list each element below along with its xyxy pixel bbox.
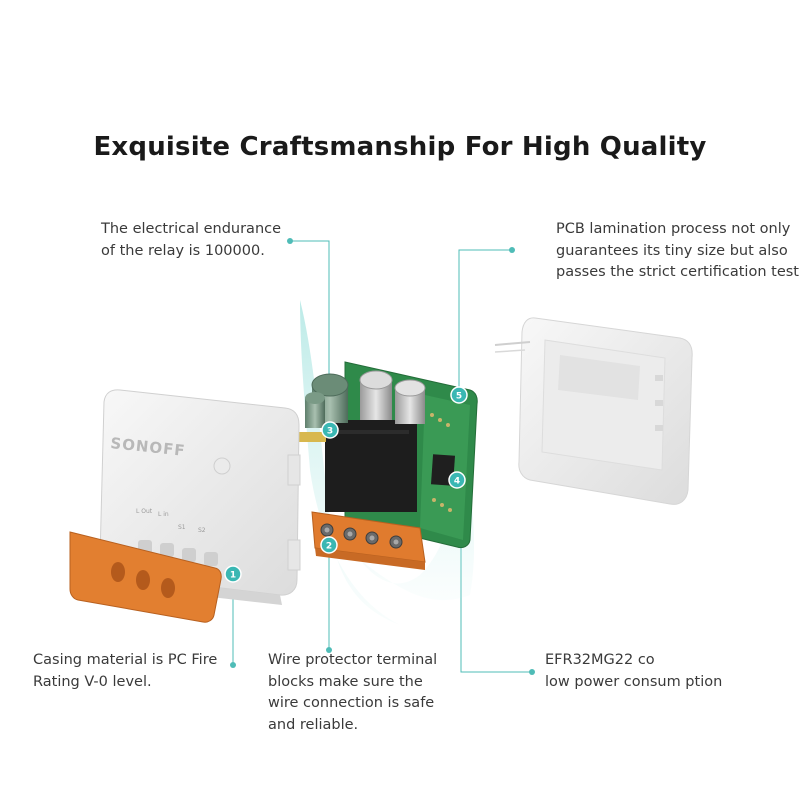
caption-chip: EFR32MG22 co low power consum ption (545, 650, 722, 693)
leader-pcb-dot (509, 247, 515, 253)
leader-chip-dot (529, 669, 535, 675)
caption-line: The electrical endurance (101, 221, 282, 237)
svg-text:4: 4 (454, 477, 460, 487)
caption-relay-endurance: The electrical endurance of the relay is… (101, 219, 281, 262)
leader-wire-dot (326, 647, 332, 653)
caption-line: blocks make sure the (268, 673, 423, 690)
terminal-block (311, 511, 426, 570)
svg-text:1: 1 (230, 571, 236, 581)
back-cover (494, 317, 693, 505)
caption-casing-material: Casing material is PC Fire Rating V-0 le… (33, 650, 217, 693)
caption-line: Rating V-0 level. (33, 673, 152, 690)
teal-glow-left (300, 300, 400, 625)
terminal-label-s2: S2 (198, 527, 206, 534)
svg-text:3: 3 (327, 427, 333, 437)
marker-4: 4 (448, 471, 466, 489)
caption-pcb-lamination: PCB lamination process not only guarante… (556, 219, 800, 284)
terminal-label-lin: L in (158, 511, 169, 518)
caption-line: and reliable. (268, 716, 359, 733)
svg-text:5: 5 (456, 392, 462, 402)
marker-2: 2 (320, 536, 338, 554)
caption-line: EFR32MG22 co (545, 652, 655, 668)
caption-line: of the relay is 100000. (101, 242, 265, 259)
caption-line: guarantees its tiny size but also (556, 242, 788, 259)
caption-line: Wire protector terminal (268, 652, 438, 668)
marker-3: 3 (321, 421, 339, 439)
leader-relay-dot (287, 238, 293, 244)
leader-lines (230, 238, 535, 675)
terminal-label-s1: S1 (178, 524, 186, 531)
pcb-assembly (296, 361, 478, 549)
leader-relay (290, 240, 330, 430)
caption-line: PCB lamination process not only (556, 221, 791, 237)
number-markers: 1 2 3 4 5 (224, 386, 468, 583)
pairing-button (213, 457, 231, 475)
caption-line: passes the strict certification test. (556, 264, 800, 280)
caption-line: low power consum ption (545, 673, 723, 690)
leader-casing-dot (230, 662, 236, 668)
marker-5: 5 (450, 386, 468, 404)
leader-pcb (458, 249, 512, 395)
page-title: Exquisite Craftsmanship For High Quality (93, 132, 707, 162)
marker-1: 1 (224, 565, 242, 583)
caption-line: Casing material is PC Fire (33, 652, 218, 668)
caption-line: wire connection is safe (268, 695, 435, 711)
relay (325, 420, 417, 512)
teal-glow-right (360, 410, 475, 601)
terminal-cover (69, 531, 222, 623)
caption-wire-protector: Wire protector terminal blocks make sure… (268, 650, 437, 736)
svg-text:2: 2 (326, 542, 332, 552)
terminal-label-lout: L Out (136, 508, 153, 515)
